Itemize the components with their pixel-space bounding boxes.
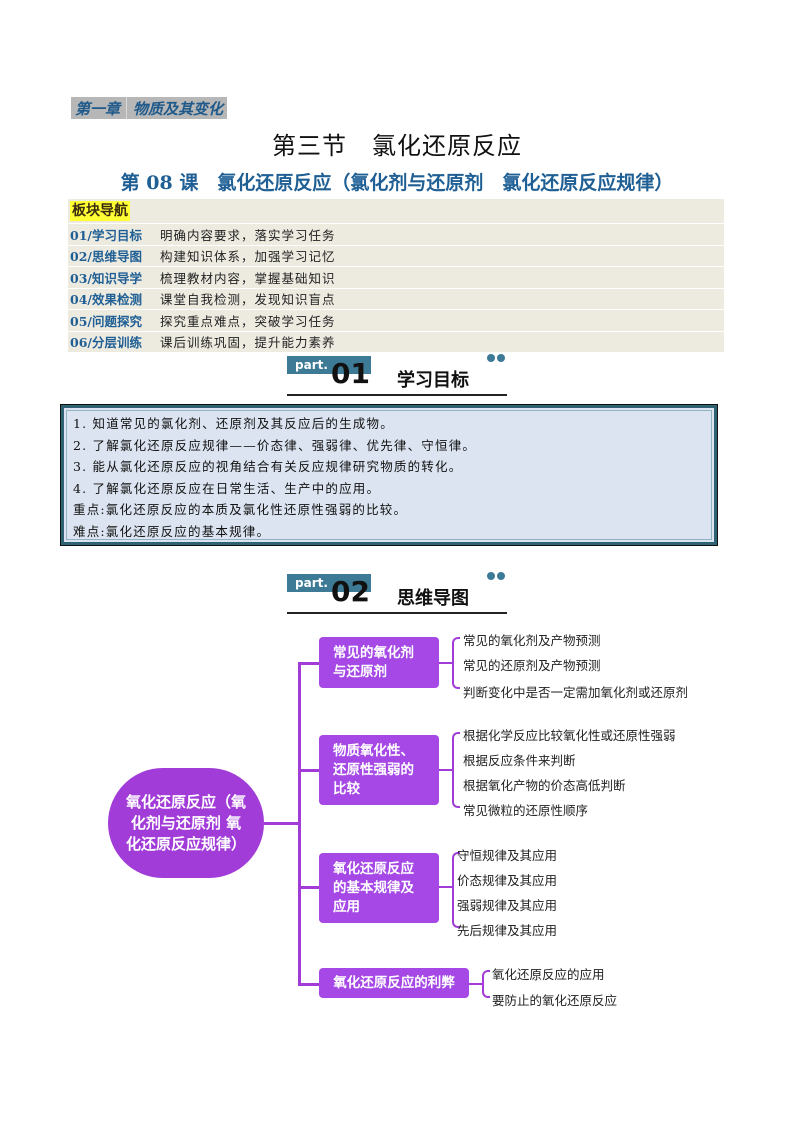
connector	[264, 822, 300, 825]
nav-row: 06/分层训练 课后训练巩固，提升能力素养	[68, 330, 724, 352]
nav-desc: 梳理教材内容，掌握基础知识	[160, 270, 336, 286]
connector	[439, 662, 453, 664]
objective-line: 3. 能从氯化还原反应的视角结合有关反应规律研究物质的转化。	[73, 459, 463, 474]
leaf: 根据反应条件来判断	[463, 753, 576, 768]
part-number: 02	[331, 575, 370, 608]
leaf: 强弱规律及其应用	[457, 898, 558, 913]
leaf: 常见的还原剂及产物预测	[463, 658, 601, 673]
connector	[439, 886, 453, 888]
objective-line: 2. 了解氯化还原反应规律——价态律、强弱律、优先律、守恒律。	[73, 437, 477, 453]
branch-node: 氧化还原反应的基本规律及应用	[319, 853, 439, 923]
chapter-name: 物质及其变化	[133, 99, 224, 118]
nav-code: 01/学习目标	[70, 227, 142, 243]
nav-code: 04/效果检测	[70, 292, 142, 308]
navigation-heading-label: 板块导航	[70, 201, 130, 221]
navigation-heading: 板块导航	[68, 199, 724, 223]
nav-code: 02/思维导图	[70, 249, 142, 265]
part-badge: part.	[287, 356, 371, 374]
mindmap-root: 氧化还原反应（氧化剂与还原剂 氧化还原反应规律）	[108, 768, 264, 878]
bracket	[452, 852, 460, 928]
nav-code: 06/分层训练	[70, 335, 142, 351]
droplets-icon	[487, 354, 505, 362]
nav-code: 03/知识导学	[70, 270, 142, 286]
nav-row: 03/知识导学 梳理教材内容，掌握基础知识	[68, 266, 724, 288]
nav-desc: 构建知识体系，加强学习记忆	[160, 249, 336, 265]
part-label: 思维导图	[397, 588, 469, 609]
leaf: 根据氧化产物的价态高低判断	[463, 778, 626, 793]
part-02-header: part. 02 思维导图	[287, 572, 507, 614]
part-underline	[287, 394, 507, 396]
connector	[298, 662, 320, 665]
nav-desc: 课堂自我检测，发现知识盲点	[160, 292, 336, 308]
part-number: 01	[331, 357, 370, 390]
objective-line: 1. 知道常见的氯化剂、还原剂及其反应后的生成物。	[73, 416, 394, 431]
connector	[298, 886, 320, 889]
difficult-point: 难点:氯化还原反应的基本规律。	[73, 523, 271, 539]
bracket	[452, 732, 460, 808]
nav-row: 02/思维导图 构建知识体系，加强学习记忆	[68, 244, 724, 266]
leaf: 氧化还原反应的应用	[492, 967, 605, 982]
bracket	[452, 637, 460, 689]
nav-row: 04/效果检测 课堂自我检测，发现知识盲点	[68, 287, 724, 309]
part-badge: part.	[287, 574, 371, 592]
connector	[298, 769, 320, 772]
leaf: 要防止的氧化还原反应	[492, 993, 618, 1008]
bracket	[482, 970, 490, 998]
leaf: 根据化学反应比较氧化性或还原性强弱	[463, 728, 676, 743]
nav-desc: 课后训练巩固，提升能力素养	[160, 335, 336, 351]
part-label: 学习目标	[397, 370, 469, 391]
nav-desc: 探究重点难点，突破学习任务	[160, 313, 336, 329]
trunk-line	[298, 662, 301, 985]
chapter-separator	[126, 97, 128, 119]
connector	[298, 983, 320, 986]
key-point: 重点:氯化还原反应的本质及氯化性还原性强弱的比较。	[73, 502, 408, 517]
leaf: 常见的氧化剂及产物预测	[463, 633, 601, 648]
leaf: 价态规律及其应用	[457, 873, 558, 888]
navigation-table: 板块导航 01/学习目标 明确内容要求，落实学习任务 02/思维导图 构建知识体系，…	[68, 199, 724, 352]
objective-line: 4. 了解氯化还原反应在日常生活、生产中的应用。	[73, 480, 381, 496]
leaf: 常见微粒的还原性顺序	[463, 803, 589, 818]
nav-row: 05/问题探究 探究重点难点，突破学习任务	[68, 309, 724, 331]
branch-node: 氧化还原反应的利弊	[319, 968, 469, 998]
connector	[469, 983, 483, 985]
lesson-title: 第 08 课 氯化还原反应（氯化剂与还原剂 氯化还原反应规律）	[120, 172, 674, 194]
leaf: 判断变化中是否一定需加氧化剂或还原剂	[463, 685, 689, 700]
mind-map: 氧化还原反应（氧化剂与还原剂 氧化还原反应规律） 常见的氧化剂与还原剂 常见的氧…	[0, 620, 794, 1020]
nav-code: 05/问题探究	[70, 313, 142, 329]
chapter-tag: 第一章 物质及其变化	[71, 97, 228, 119]
part-underline	[287, 612, 507, 614]
leaf: 先后规律及其应用	[457, 923, 558, 938]
branch-node: 物质氧化性、还原性强弱的比较	[319, 735, 439, 805]
part-01-header: part. 01 学习目标	[287, 354, 507, 396]
branch-node: 常见的氧化剂与还原剂	[319, 637, 439, 688]
section-title: 第三节 氯化还原反应	[272, 132, 522, 160]
leaf: 守恒规律及其应用	[457, 848, 558, 863]
connector	[439, 769, 453, 771]
nav-row: 01/学习目标 明确内容要求，落实学习任务	[68, 223, 724, 245]
objectives-box: 1. 知道常见的氯化剂、还原剂及其反应后的生成物。 2. 了解氯化还原反应规律—…	[60, 404, 718, 546]
droplets-icon	[487, 572, 505, 580]
nav-desc: 明确内容要求，落实学习任务	[160, 227, 336, 243]
chapter-number: 第一章	[75, 99, 121, 118]
